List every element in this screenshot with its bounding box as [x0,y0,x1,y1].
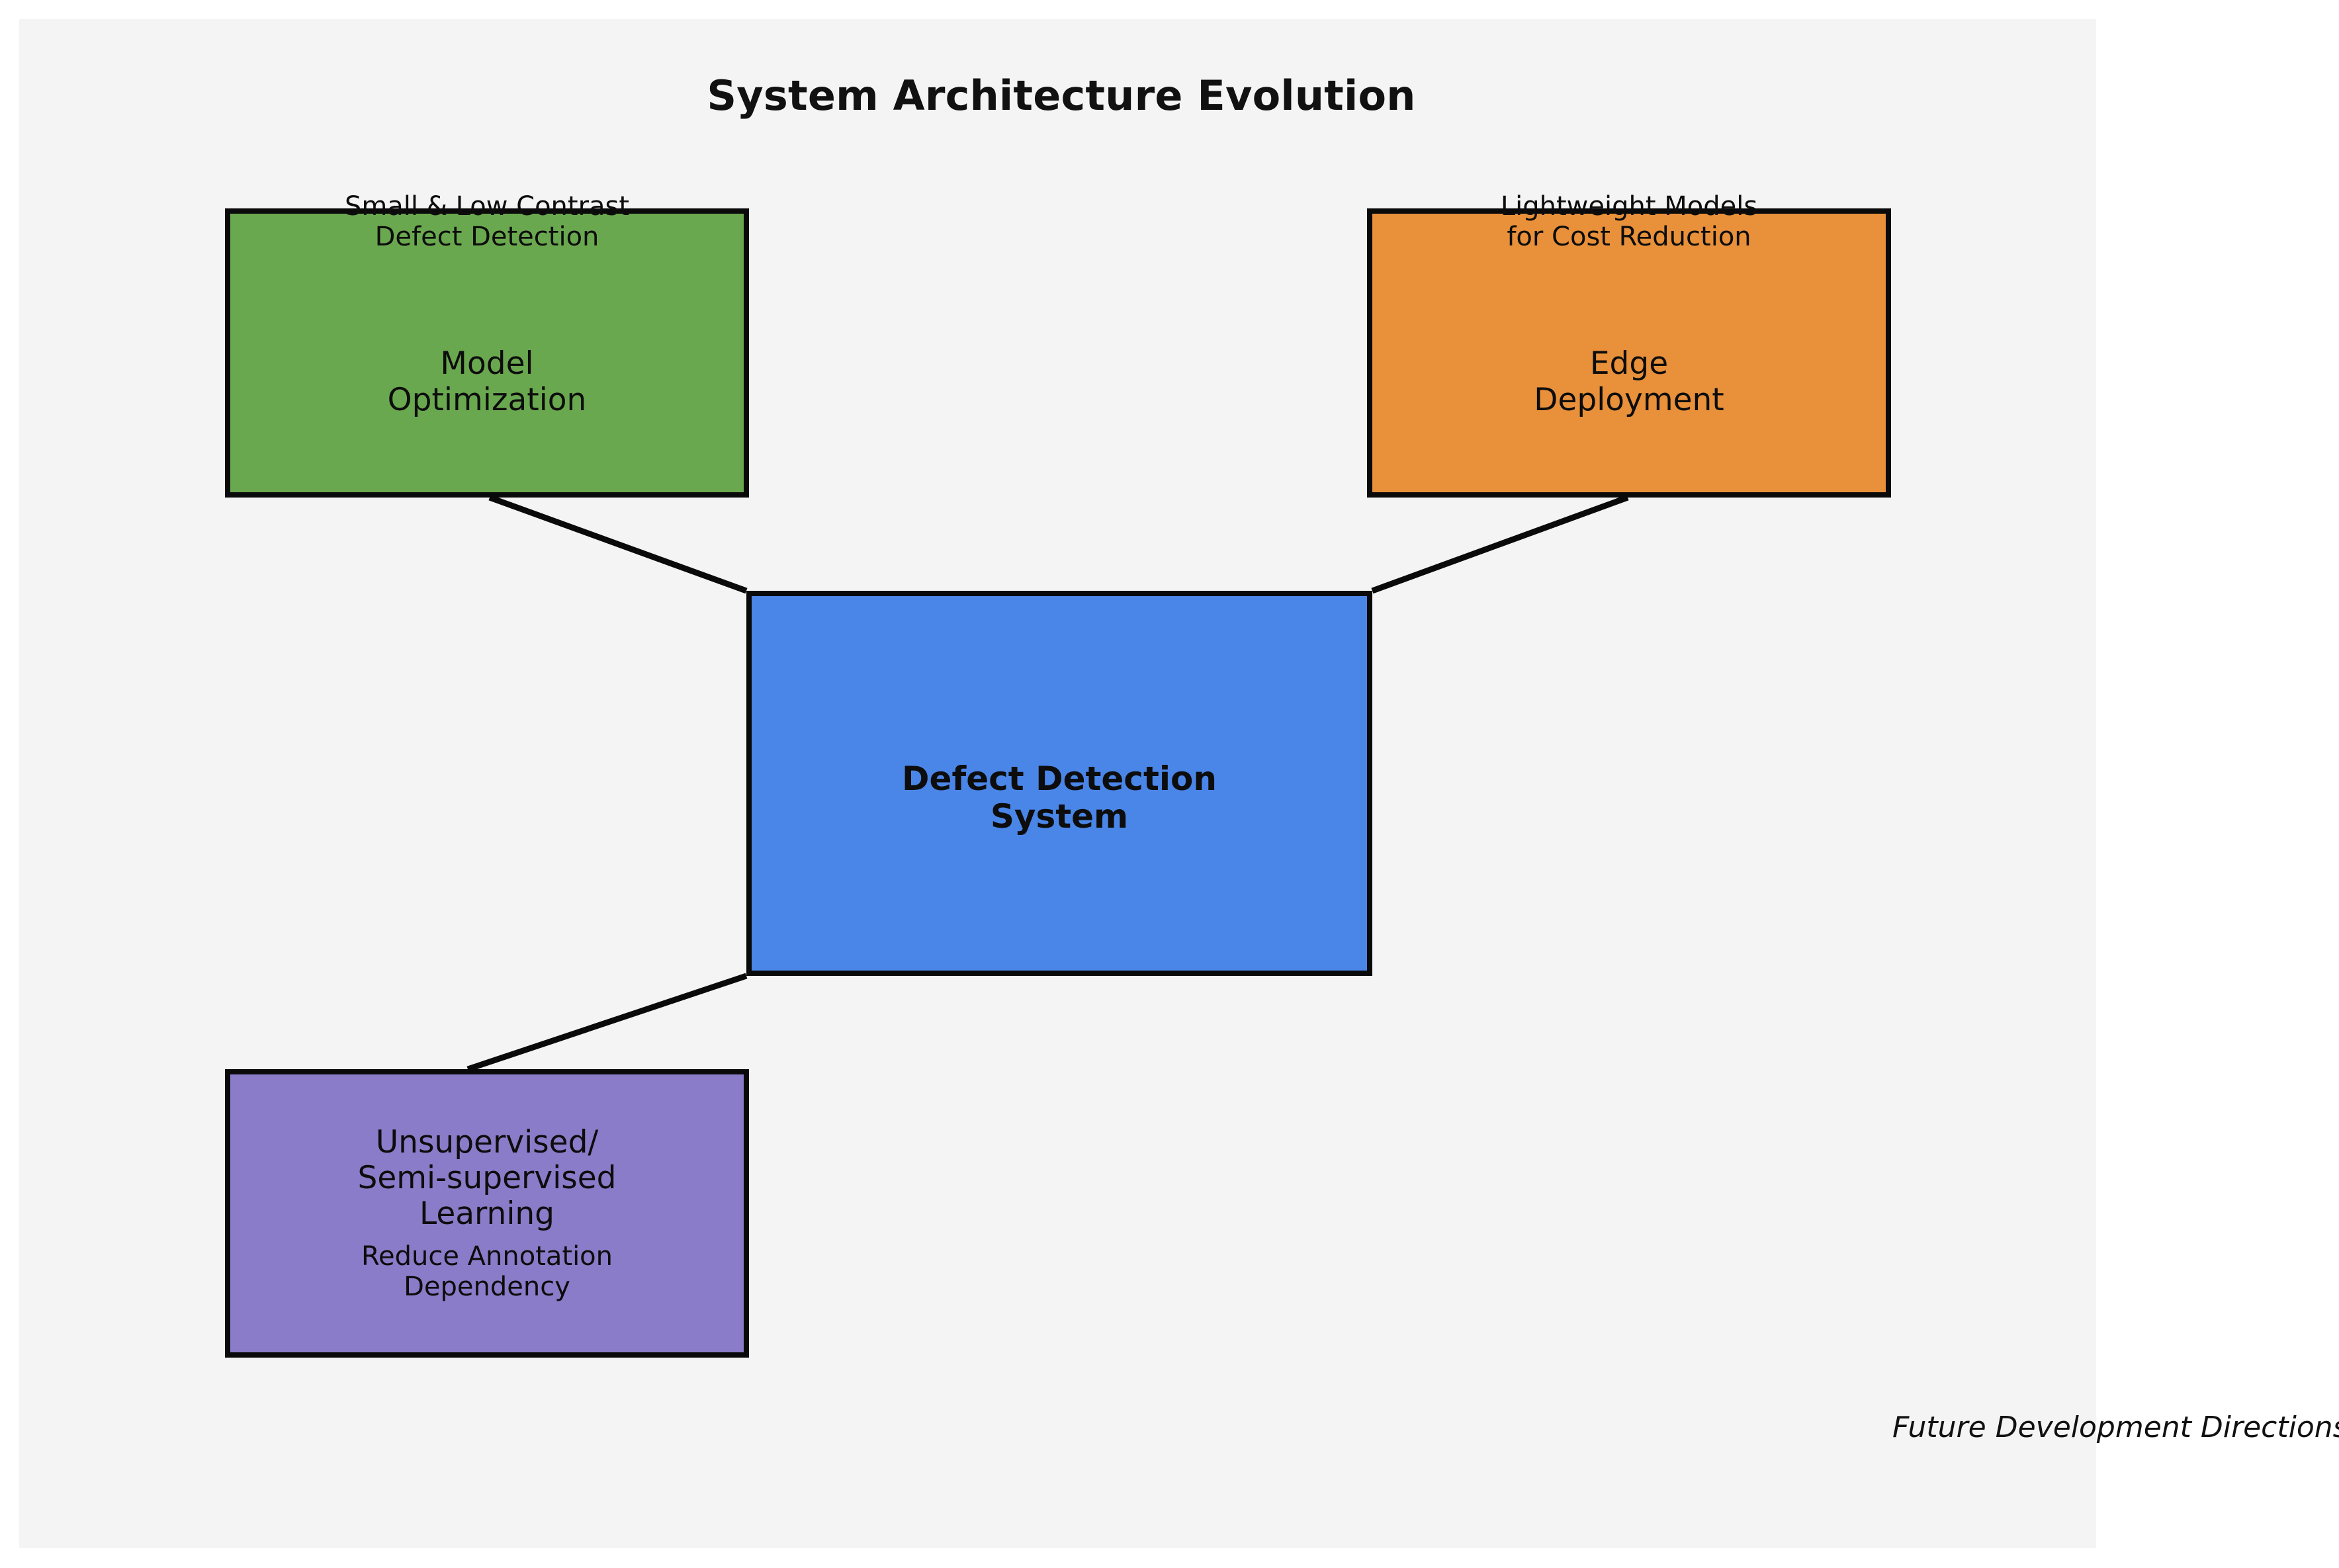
node-model-optimization-title: Model Optimization [387,345,587,418]
node-edge-deployment-outer-label: Lightweight Models for Cost Reduction [1500,191,1758,252]
node-model-optimization[interactable]: Small & Low Contrast Defect Detection Mo… [225,191,749,498]
node-edge-deployment[interactable]: Lightweight Models for Cost Reduction Ed… [1367,191,1891,498]
node-defect-detection-system-title: Defect Detection System [902,759,1217,836]
node-defect-detection-system[interactable]: Defect Detection System [746,591,1372,976]
footer-caption: Future Development Directions [1892,1411,2339,1444]
node-edge-deployment-title: Edge Deployment [1534,345,1724,418]
node-model-optimization-outer-label: Small & Low Contrast Defect Detection [344,191,630,252]
node-unsupervised-learning[interactable]: Unsupervised/ Semi-supervised Learning R… [225,1069,749,1358]
node-unsupervised-learning-subtitle: Reduce Annotation Dependency [361,1241,613,1303]
node-unsupervised-learning-title: Unsupervised/ Semi-supervised Learning [357,1123,617,1233]
page-title: System Architecture Evolution [707,71,1416,120]
